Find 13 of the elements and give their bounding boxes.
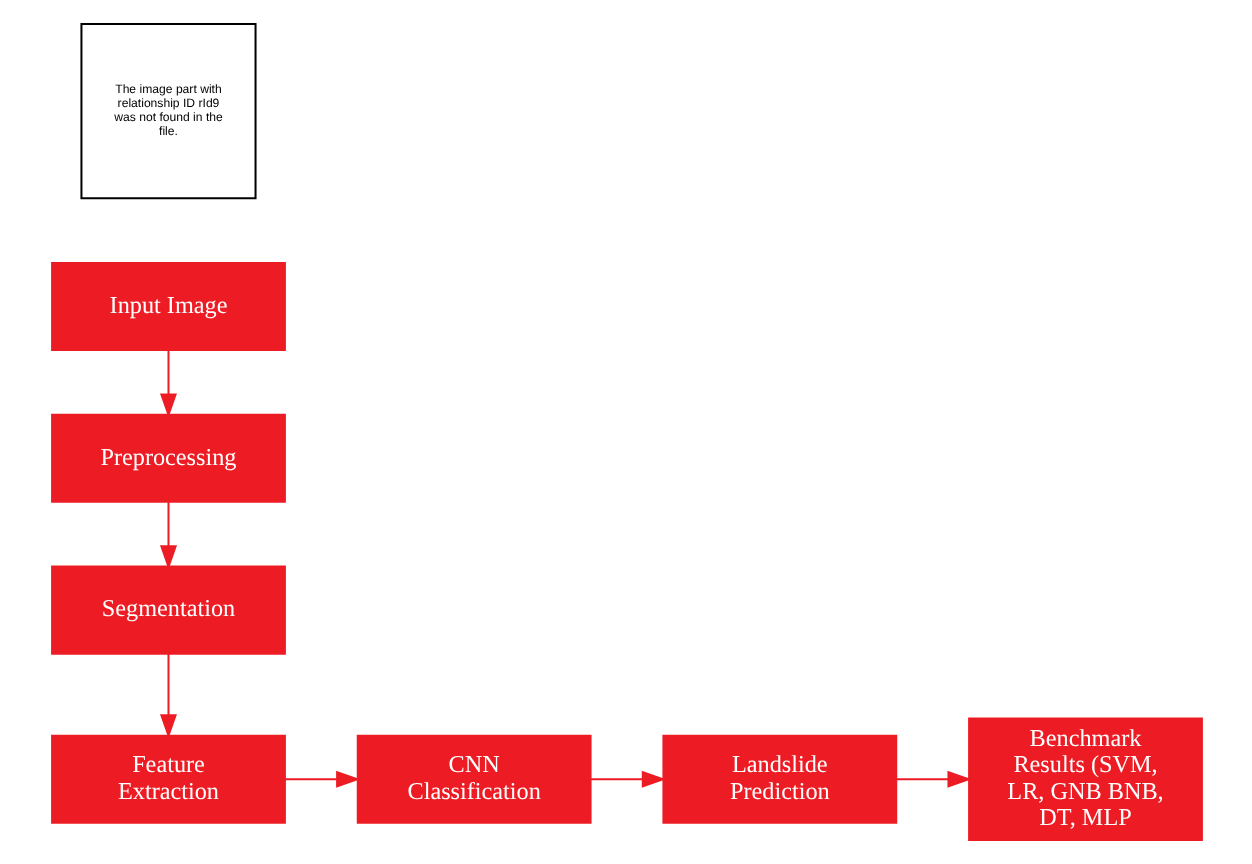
node-box: Preprocessing [50,413,285,503]
node-box: Segmentation [50,565,285,655]
node-box: CNN Classification [355,734,591,824]
arrow [159,502,176,570]
arrow [895,770,971,788]
node-box: Feature Extraction [50,734,285,824]
arrow [283,770,360,788]
node-box: Landslide Prediction [661,734,897,824]
arrow [159,653,176,739]
arrow [589,770,666,788]
node-box: Input Image [50,261,285,352]
node-box: Benchmark Results (SVM, LR, GNB BNB, DT, MLP [967,717,1202,841]
arrow [159,350,176,418]
